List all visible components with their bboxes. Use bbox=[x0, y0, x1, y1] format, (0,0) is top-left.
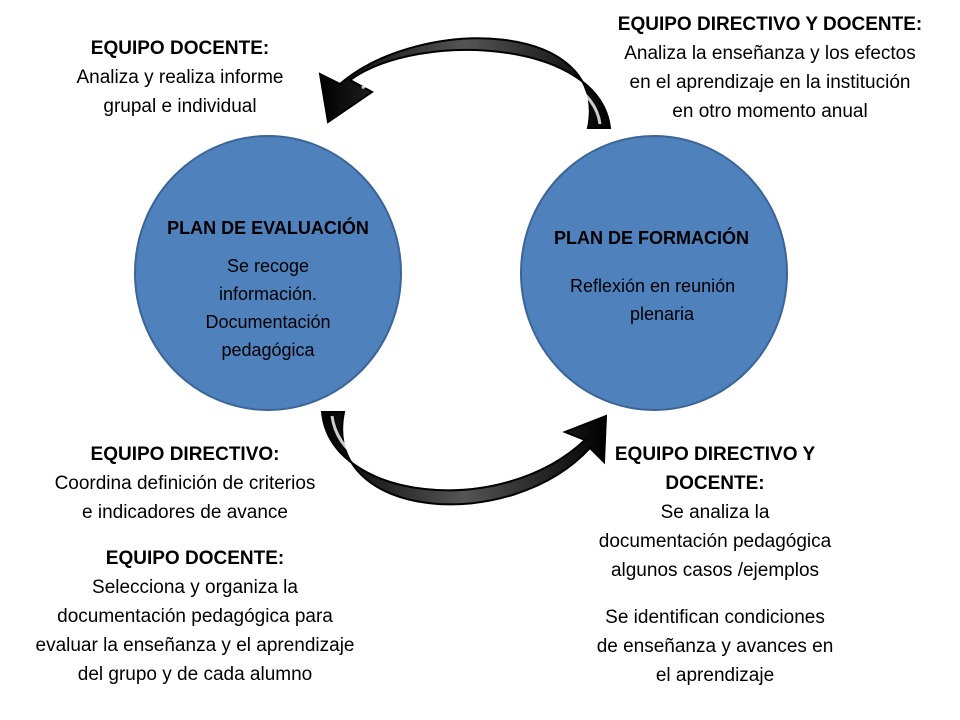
bottom-right-heading: DOCENTE: bbox=[665, 473, 765, 494]
bottom-right-line: algunos casos /ejemplos bbox=[610, 560, 820, 581]
top-right-line: Analiza la enseñanza y los efectos bbox=[624, 43, 916, 64]
bottom-left-2-line: documentación pedagógica para bbox=[57, 606, 333, 627]
bottom-right-line: de enseñanza y avances en bbox=[596, 636, 834, 657]
top-right-heading: EQUIPO DIRECTIVO Y DOCENTE: bbox=[617, 14, 923, 35]
bottom-left-2-heading: EQUIPO DOCENTE: bbox=[105, 548, 285, 569]
bottom-left-note-2: EQUIPO DOCENTE: Selecciona y organiza la… bbox=[5, 544, 385, 689]
left-circle-line: información. bbox=[218, 284, 318, 304]
left-circle bbox=[134, 135, 402, 411]
bottom-right-line: el aprendizaje bbox=[655, 665, 775, 686]
right-circle-line: Reflexión en reunión bbox=[570, 276, 736, 296]
bottom-left-2-line: evaluar la enseñanza y el aprendizaje bbox=[35, 635, 355, 656]
top-left-line: Analiza y realiza informe bbox=[76, 67, 284, 88]
bottom-right-line: documentación pedagógica bbox=[598, 531, 832, 552]
top-right-line: en el aprendizaje en la institución bbox=[629, 72, 911, 93]
left-circle-line: Se recoge bbox=[226, 256, 310, 276]
right-circle-title: PLAN DE FORMACIÓN bbox=[554, 228, 749, 248]
top-left-heading: EQUIPO DOCENTE: bbox=[90, 38, 270, 59]
bottom-left-1-heading: EQUIPO DIRECTIVO: bbox=[90, 444, 280, 465]
bottom-left-note-1: EQUIPO DIRECTIVO: Coordina definición de… bbox=[20, 440, 350, 527]
bottom-left-2-line: del grupo y de cada alumno bbox=[77, 664, 313, 685]
bottom-curved-arrow bbox=[320, 411, 608, 506]
bottom-left-1-line: e indicadores de avance bbox=[82, 502, 288, 523]
bottom-right-note: EQUIPO DIRECTIVO Y DOCENTE: Se analiza l… bbox=[570, 440, 860, 690]
bottom-left-2-line: Selecciona y organiza la bbox=[92, 577, 298, 598]
right-circle-line: plenaria bbox=[630, 304, 695, 324]
bottom-right-line: Se identifican condiciones bbox=[605, 607, 825, 628]
left-circle-title: PLAN DE EVALUACIÓN bbox=[167, 218, 369, 238]
top-curved-arrow bbox=[318, 37, 612, 129]
top-left-line: grupal e individual bbox=[103, 96, 257, 117]
left-circle-label: PLAN DE EVALUACIÓN Se recoge información… bbox=[140, 214, 396, 364]
bottom-right-line: Se analiza la bbox=[660, 502, 770, 523]
top-right-note: EQUIPO DIRECTIVO Y DOCENTE: Analiza la e… bbox=[590, 10, 950, 126]
left-circle-line: pedagógica bbox=[221, 340, 315, 360]
right-circle-label: PLAN DE FORMACIÓN Reflexión en reunión p… bbox=[540, 224, 790, 328]
right-circle bbox=[520, 135, 788, 411]
bottom-right-heading: EQUIPO DIRECTIVO Y bbox=[614, 444, 816, 465]
bottom-left-1-line: Coordina definición de criterios bbox=[54, 473, 316, 494]
top-left-note: EQUIPO DOCENTE: Analiza y realiza inform… bbox=[40, 34, 320, 121]
left-circle-line: Documentación bbox=[205, 312, 331, 332]
top-right-line: en otro momento anual bbox=[672, 101, 868, 122]
